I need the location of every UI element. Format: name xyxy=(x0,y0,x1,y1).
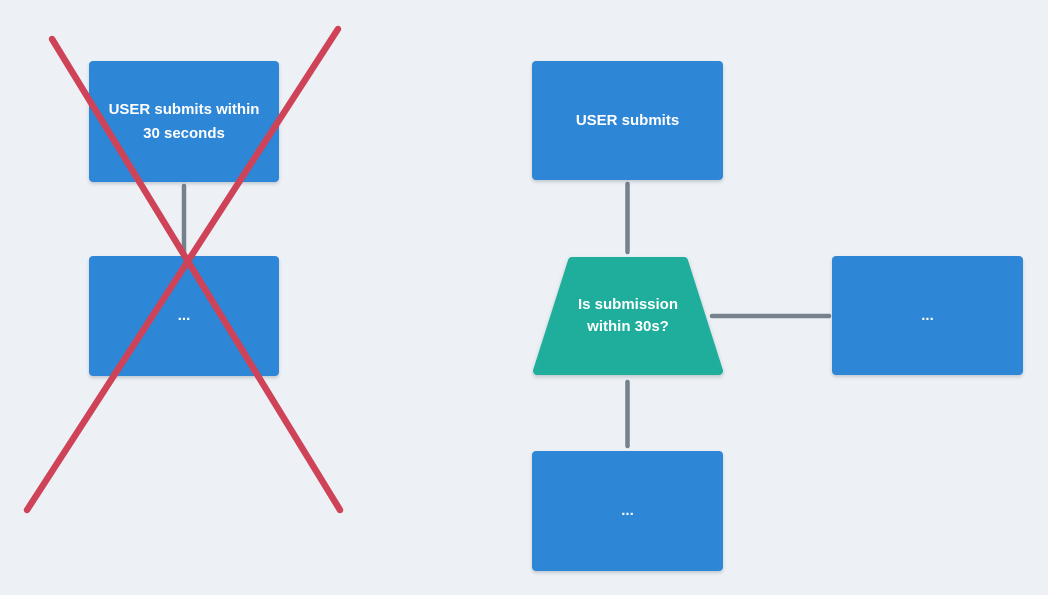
node-bottom-ellipsis: ... xyxy=(532,451,723,571)
decision-trapezoid-shape xyxy=(533,257,723,375)
node-label: USER submits xyxy=(575,111,680,129)
node-label: ... xyxy=(621,502,634,519)
decision-is-submission-within-30s: Is submission within 30s? xyxy=(533,257,723,375)
node-label: ... xyxy=(921,306,934,324)
node-label: USER submits within 30 seconds xyxy=(108,100,260,142)
node-user-submits-within-30-seconds: USER submits within 30 seconds xyxy=(89,61,279,182)
decision-label: Is submission within 30s? xyxy=(577,296,679,335)
node-right-ellipsis: ... xyxy=(832,256,1023,375)
node-left-ellipsis: ... xyxy=(89,256,279,376)
node-label: ... xyxy=(177,307,191,324)
node-user-submits: USER submits xyxy=(532,61,723,180)
